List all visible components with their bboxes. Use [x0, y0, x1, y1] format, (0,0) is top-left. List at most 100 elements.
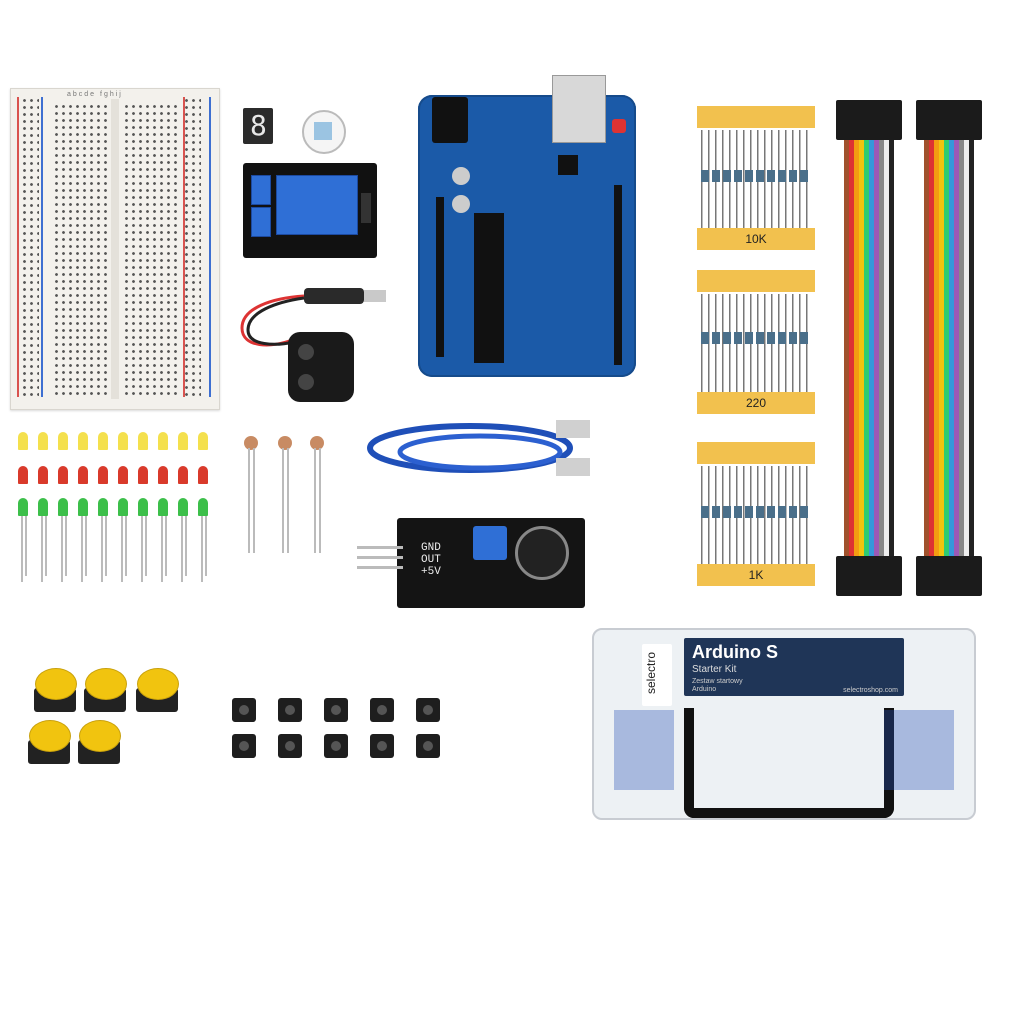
kit-subtitle: Starter Kit	[692, 664, 737, 675]
led-icon	[38, 466, 48, 484]
pin-label-gnd: GND	[421, 542, 441, 554]
led-leg	[125, 516, 127, 576]
resistor-label-10k: 10K	[697, 228, 815, 250]
usb-cable-icon	[367, 420, 590, 476]
breadboard: abcde fghij	[10, 88, 220, 410]
resistor-label-1k: 1K	[697, 564, 815, 586]
led-icon	[138, 432, 148, 450]
tact-switch-icon	[324, 698, 348, 722]
tact-switch-button	[331, 705, 341, 715]
dc-jack	[432, 97, 468, 143]
led-icon	[198, 466, 208, 484]
tact-switch-button	[239, 705, 249, 715]
battery-clip-icon	[240, 288, 386, 402]
relay-terminal	[251, 207, 271, 237]
led-leg	[45, 516, 47, 576]
led-icon	[38, 432, 48, 450]
led-leg	[25, 516, 27, 576]
reset-button	[612, 119, 626, 133]
pin-header-right	[614, 185, 622, 365]
led-icon	[58, 432, 68, 450]
led-icon	[118, 498, 128, 516]
kit-website: selectroshop.com	[843, 687, 898, 694]
push-button-cap	[35, 668, 77, 700]
usb-chip	[558, 155, 578, 175]
terminal-strip-left	[53, 103, 109, 398]
arduino-board-icon	[418, 75, 636, 377]
led-icon	[58, 466, 68, 484]
resistor-packs: 10K 220 1K	[697, 106, 817, 586]
resistor-bodies	[701, 332, 811, 344]
led-icon	[198, 432, 208, 450]
resistor-tape	[697, 106, 815, 128]
led-icon	[158, 466, 168, 484]
wire-connectors-bottom	[836, 556, 902, 596]
ribbon-wires	[924, 140, 974, 556]
wire-connectors-top	[836, 100, 902, 140]
brand-name: selectro	[644, 651, 658, 694]
led-icon	[18, 432, 28, 450]
tact-switches	[232, 698, 452, 762]
led-icon	[178, 432, 188, 450]
tact-switch-icon	[370, 734, 394, 758]
tact-switch-button	[377, 741, 387, 751]
led-icon	[78, 498, 88, 516]
column-letters: abcde fghij	[67, 91, 123, 98]
box-contents	[614, 710, 674, 790]
box-handle	[684, 708, 894, 818]
tact-switch-button	[285, 741, 295, 751]
led-leg	[21, 516, 23, 582]
power-rail-red-right	[183, 97, 185, 397]
led-icon	[18, 466, 28, 484]
potentiometer-icon	[302, 110, 346, 154]
led-leg	[101, 516, 103, 582]
led-icon	[158, 432, 168, 450]
led-icon	[118, 466, 128, 484]
push-button-cap	[29, 720, 71, 752]
led-icon	[198, 498, 208, 516]
tact-switch-icon	[278, 734, 302, 758]
led-icon	[18, 498, 28, 516]
resistor-tape	[697, 270, 815, 292]
terminal-strip-right	[123, 103, 179, 398]
led-leg	[161, 516, 163, 582]
tact-switch-icon	[232, 698, 256, 722]
led-icon	[98, 498, 108, 516]
resistor-bodies	[701, 506, 811, 518]
led-set	[18, 432, 218, 584]
tact-switch-icon	[416, 734, 440, 758]
led-leg	[85, 516, 87, 576]
dc-plug-icon	[304, 288, 364, 304]
photoresistor-icon	[310, 436, 324, 450]
center-channel	[111, 99, 119, 399]
photoresistors	[240, 436, 330, 556]
capacitor	[452, 195, 470, 213]
led-icon	[118, 432, 128, 450]
resistor-leads	[701, 294, 811, 394]
led-icon	[78, 432, 88, 450]
kit-card: Arduino S Starter Kit Zestaw startowy Ar…	[684, 638, 904, 696]
led-leg	[205, 516, 207, 576]
led-leg	[41, 516, 43, 582]
led-icon	[178, 466, 188, 484]
wire-connectors-bottom	[916, 556, 982, 596]
photoresistor-icon	[244, 436, 258, 450]
led-leg	[65, 516, 67, 576]
microphone	[515, 526, 569, 580]
tact-switch-icon	[370, 698, 394, 722]
tact-switch-icon	[416, 698, 440, 722]
sound-sensor-icon: GND OUT +5V	[357, 518, 585, 608]
brand-tag: selectro	[642, 644, 672, 706]
led-icon	[78, 466, 88, 484]
wire-connectors-top	[916, 100, 982, 140]
push-button-cap	[137, 668, 179, 700]
led-leg	[121, 516, 123, 582]
power-rail-red	[17, 97, 19, 397]
seven-segment-icon: 8	[243, 108, 273, 144]
led-leg	[141, 516, 143, 582]
push-buttons	[28, 664, 182, 774]
tact-switch-button	[285, 705, 295, 715]
trim-potentiometer	[473, 526, 507, 560]
led-icon	[38, 498, 48, 516]
push-button-cap	[79, 720, 121, 752]
